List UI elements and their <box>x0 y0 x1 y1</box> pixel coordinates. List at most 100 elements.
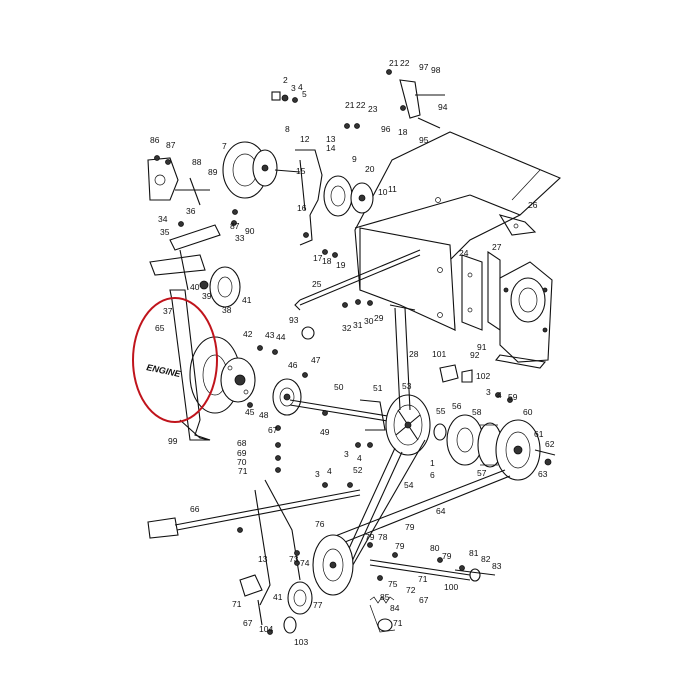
part-label-9: 9 <box>352 154 357 164</box>
part-label-78: 78 <box>378 532 388 542</box>
part-label-71: 71 <box>418 574 428 584</box>
part-label-90: 90 <box>245 226 255 236</box>
part-label-30: 30 <box>364 316 374 326</box>
part-label-70: 70 <box>237 457 247 467</box>
part-label-86: 86 <box>150 135 160 145</box>
part-label-71: 71 <box>393 618 403 628</box>
part-label-47: 47 <box>311 355 321 365</box>
part-label-74: 74 <box>300 558 310 568</box>
part-label-4: 4 <box>327 466 332 476</box>
part-label-75: 75 <box>388 579 398 589</box>
part-label-83: 83 <box>492 561 502 571</box>
part-label-77: 77 <box>313 600 323 610</box>
part-label-27: 27 <box>492 242 502 252</box>
part-label-14: 14 <box>326 143 336 153</box>
rod-25 <box>294 249 421 311</box>
part-label-67: 67 <box>419 595 429 605</box>
part-label-42: 42 <box>243 329 253 339</box>
idler-assembly <box>239 479 354 634</box>
part-label-29: 29 <box>374 313 384 323</box>
part-label-87: 87 <box>166 140 176 150</box>
part-label-71: 71 <box>232 599 242 609</box>
bracket-26 <box>498 169 541 236</box>
rod-100 <box>369 559 496 582</box>
spring-84 <box>369 596 396 633</box>
part-label-18: 18 <box>398 127 408 137</box>
part-label-34: 34 <box>158 214 168 224</box>
part-label-95: 95 <box>419 135 429 145</box>
part-label-73: 73 <box>289 554 299 564</box>
part-label-94: 94 <box>438 102 448 112</box>
part-label-79: 79 <box>405 522 415 532</box>
part-label-57: 57 <box>477 468 487 478</box>
part-label-6: 6 <box>430 470 435 480</box>
shaft-50 <box>289 399 401 431</box>
part-label-22: 22 <box>356 100 366 110</box>
part-label-10: 10 <box>378 187 388 197</box>
part-label-80: 80 <box>430 543 440 553</box>
part-label-13: 13 <box>258 554 268 564</box>
part-label-63: 63 <box>538 469 548 479</box>
bracket-87 <box>147 157 210 206</box>
part-label-31: 31 <box>353 320 363 330</box>
part-label-65: 65 <box>155 323 165 333</box>
part-label-17: 17 <box>313 253 323 263</box>
part-label-101: 101 <box>432 349 446 359</box>
part-label-28: 28 <box>409 349 419 359</box>
belt-64 <box>324 469 511 549</box>
part-label-38: 38 <box>222 305 232 315</box>
lever-66 <box>147 489 361 539</box>
part-label-64: 64 <box>436 506 446 516</box>
part-label-46: 46 <box>288 360 298 370</box>
part-label-44: 44 <box>276 332 286 342</box>
part-label-91: 91 <box>477 342 487 352</box>
part-label-99: 99 <box>168 436 178 446</box>
part-label-100: 100 <box>444 582 458 592</box>
part-label-32: 32 <box>342 323 352 333</box>
part-label-37: 37 <box>163 306 173 316</box>
part-label-89: 89 <box>208 167 218 177</box>
highlight-circle <box>132 297 218 423</box>
part-label-102: 102 <box>476 371 490 381</box>
part-label-52: 52 <box>353 465 363 475</box>
part-label-24: 24 <box>459 248 469 258</box>
part-label-87: 87 <box>230 221 240 231</box>
hardware <box>154 69 552 635</box>
part-label-97: 97 <box>419 62 429 72</box>
lever-97 <box>399 79 445 129</box>
frame-plate <box>354 131 562 331</box>
part-label-4: 4 <box>357 453 362 463</box>
part-label-19: 19 <box>336 260 346 270</box>
arm-33 <box>149 224 221 291</box>
part-label-45: 45 <box>245 407 255 417</box>
pulley-7 <box>222 141 301 199</box>
clutch-assembly <box>433 414 556 481</box>
part-label-92: 92 <box>470 350 480 360</box>
part-label-39: 39 <box>202 291 212 301</box>
part-label-96: 96 <box>381 124 391 134</box>
part-label-22: 22 <box>400 58 410 68</box>
part-label-8: 8 <box>285 124 290 134</box>
part-label-35: 35 <box>160 227 170 237</box>
part-label-20: 20 <box>365 164 375 174</box>
part-label-76: 76 <box>315 519 325 529</box>
engine-label: ENGINE <box>146 362 183 379</box>
part-label-103: 103 <box>294 637 308 647</box>
part-label-104: 104 <box>259 624 273 634</box>
bracket-101 <box>439 364 473 383</box>
part-label-55: 55 <box>436 406 446 416</box>
part-label-67: 67 <box>243 618 253 628</box>
part-label-51: 51 <box>373 383 383 393</box>
engine-pulley-assembly <box>169 289 256 441</box>
part-label-79: 79 <box>395 541 405 551</box>
part-label-21: 21 <box>345 100 355 110</box>
part-label-85: 85 <box>380 592 390 602</box>
part-label-84: 84 <box>390 603 400 613</box>
part-label-43: 43 <box>265 330 275 340</box>
part-label-82: 82 <box>481 554 491 564</box>
part-label-12: 12 <box>300 134 310 144</box>
part-label-48: 48 <box>259 410 269 420</box>
part-label-68: 68 <box>237 438 247 448</box>
part-label-23: 23 <box>368 104 378 114</box>
